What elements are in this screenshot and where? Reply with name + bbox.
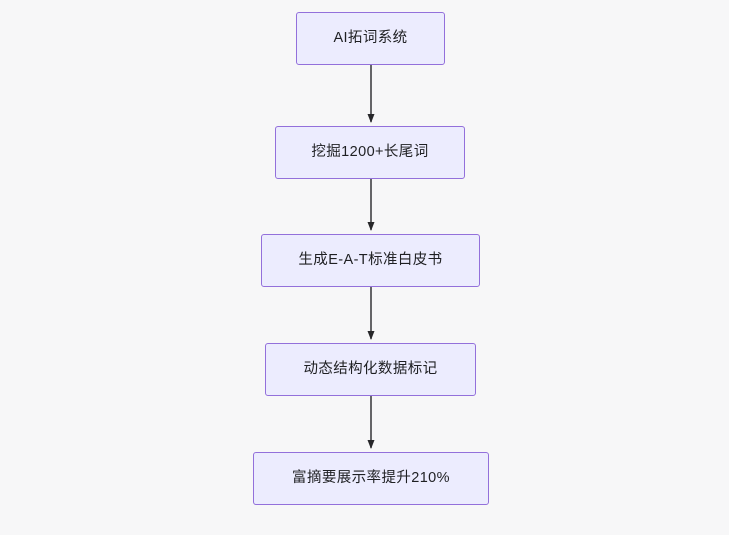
flowchart-node-ai-keyword-system[interactable]: AI拓词系统: [296, 12, 445, 65]
flowchart-node-dynamic-structured-data-markup[interactable]: 动态结构化数据标记: [265, 343, 476, 396]
flowchart-node-rich-snippet-rate-increase[interactable]: 富摘要展示率提升210%: [253, 452, 489, 505]
flowchart-node-generate-eat-whitepaper[interactable]: 生成E-A-T标准白皮书: [261, 234, 480, 287]
flowchart-node-mine-longtail-keywords[interactable]: 挖掘1200+长尾词: [275, 126, 465, 179]
